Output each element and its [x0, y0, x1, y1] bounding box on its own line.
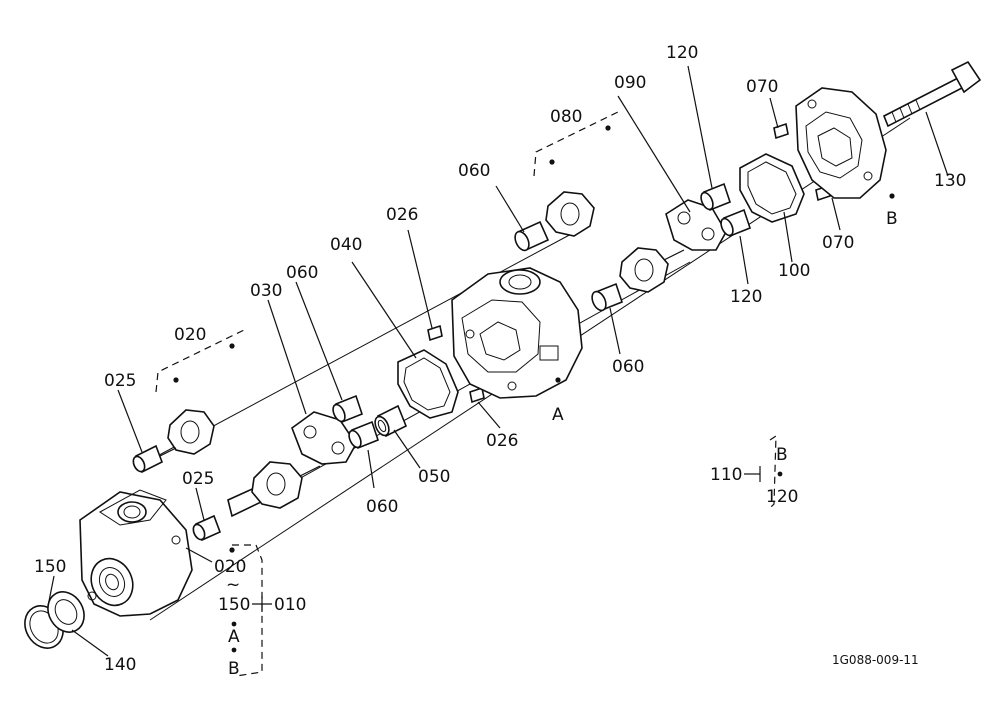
side-plate-030: [291, 411, 357, 465]
label-100: 100: [778, 261, 810, 281]
label-025-left: 025: [104, 371, 136, 391]
bushing-060-lower-front: [348, 420, 379, 450]
bushing-060-rear-upper: [514, 220, 550, 252]
driven-gear-080: [545, 191, 595, 237]
drawing-code: 1G088-009-11: [832, 653, 919, 667]
label-026-upper: 026: [386, 205, 418, 225]
label-060-c: 060: [612, 357, 644, 377]
label-ref-B-cover: B: [886, 209, 898, 229]
bushing-025-upper: [132, 444, 164, 474]
bushing-120-lower: [720, 208, 751, 238]
label-080: 080: [550, 107, 582, 127]
label-050: 050: [418, 467, 450, 487]
leader-lines: [47, 65, 949, 657]
drive-gear-080: [619, 247, 685, 293]
driven-gear-020: [159, 409, 215, 457]
label-070-bottom: 070: [822, 233, 854, 253]
label-120-mid: 120: [730, 287, 762, 307]
bushing-025-lower: [192, 514, 222, 542]
needle-bearing-050: [374, 404, 408, 438]
front-cover-housing: [79, 489, 193, 617]
label-060-a: 060: [286, 263, 318, 283]
dowel-pin-070-upper: [773, 122, 789, 140]
reference-dots: [173, 125, 895, 653]
label-040: 040: [330, 235, 362, 255]
through-bolt-130: [882, 60, 982, 128]
gasket-100: [739, 153, 805, 223]
bushing-060-rear-lower: [591, 282, 623, 312]
bushing-120-upper: [700, 182, 731, 212]
label-ref-B-bracket: B: [228, 659, 240, 679]
label-120-group: 120: [766, 487, 798, 507]
label-130: 130: [934, 171, 966, 191]
label-060-b: 060: [458, 161, 490, 181]
label-020-bracket: 020: [214, 557, 246, 577]
dowel-pin-026-lower: [469, 386, 485, 404]
group-brackets: [155, 109, 777, 677]
label-ref-A-bracket: A: [228, 627, 240, 647]
dowel-pin-026-upper: [427, 324, 443, 342]
label-090: 090: [614, 73, 646, 93]
side-plate-090: [665, 199, 727, 251]
label-150-left: 150: [34, 557, 66, 577]
label-ref-B-110: B: [776, 445, 788, 465]
label-025-lower: 025: [182, 469, 214, 489]
drive-gear-shaft-020: [227, 461, 321, 518]
rear-cover: [795, 87, 887, 199]
label-060-d: 060: [366, 497, 398, 517]
label-026-lower: 026: [486, 431, 518, 451]
label-120-top: 120: [666, 43, 698, 63]
bushing-060-upper-front: [332, 394, 363, 424]
label-030: 030: [250, 281, 282, 301]
gear-housing: [451, 267, 583, 399]
label-010: 010: [274, 595, 306, 615]
label-110: 110: [710, 465, 742, 485]
label-140: 140: [104, 655, 136, 675]
label-ref-A-housing: A: [552, 405, 564, 425]
gasket-040: [397, 349, 459, 419]
label-020-top: 020: [174, 325, 206, 345]
oil-seal-140: [47, 591, 85, 633]
part-labels: 020 025 025 030 060 040 026 060 080 090 …: [34, 43, 966, 679]
label-150-bracket: 150: [218, 595, 250, 615]
label-tilde: ~: [226, 575, 240, 595]
label-070-top: 070: [746, 77, 778, 97]
